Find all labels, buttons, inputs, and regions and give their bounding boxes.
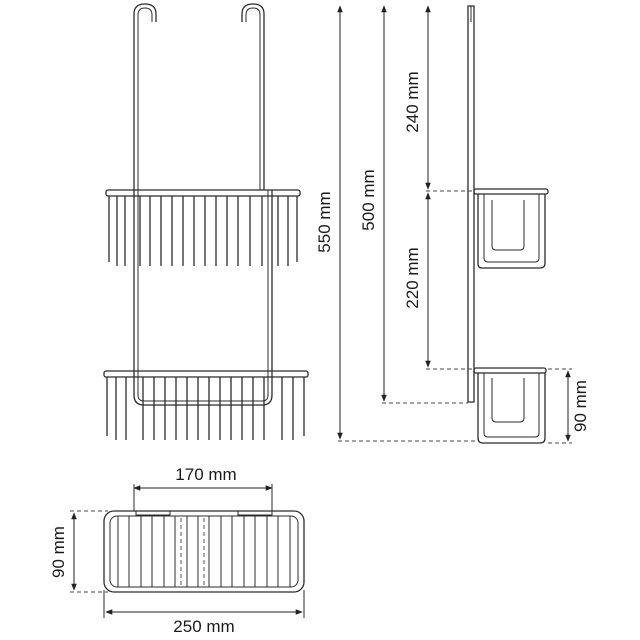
label-90-top: 90 mm — [49, 526, 68, 578]
label-240: 240 mm — [403, 71, 422, 132]
bottom-basket-side — [473, 367, 547, 444]
left-hook-inner — [137, 7, 153, 190]
top-shelf-front — [105, 189, 301, 266]
label-250: 250 mm — [173, 617, 234, 636]
left-hook — [133, 3, 157, 190]
frame-rods-inner — [137, 190, 269, 402]
front-view — [103, 3, 309, 440]
bottom-shelf-front — [103, 370, 309, 440]
top-basket-side — [473, 188, 549, 269]
dimension-lines — [70, 5, 571, 618]
top-view — [103, 510, 305, 593]
top-view-grid — [117, 516, 291, 587]
side-view — [338, 5, 572, 444]
frame-rods — [133, 190, 273, 406]
label-170: 170 mm — [175, 465, 236, 484]
side-rod — [467, 5, 475, 403]
label-90-side: 90 mm — [571, 380, 590, 432]
label-500: 500 mm — [359, 169, 378, 230]
label-550: 550 mm — [315, 191, 334, 252]
right-hook-inner — [245, 7, 261, 190]
right-hook — [241, 3, 265, 190]
label-220: 220 mm — [403, 247, 422, 308]
